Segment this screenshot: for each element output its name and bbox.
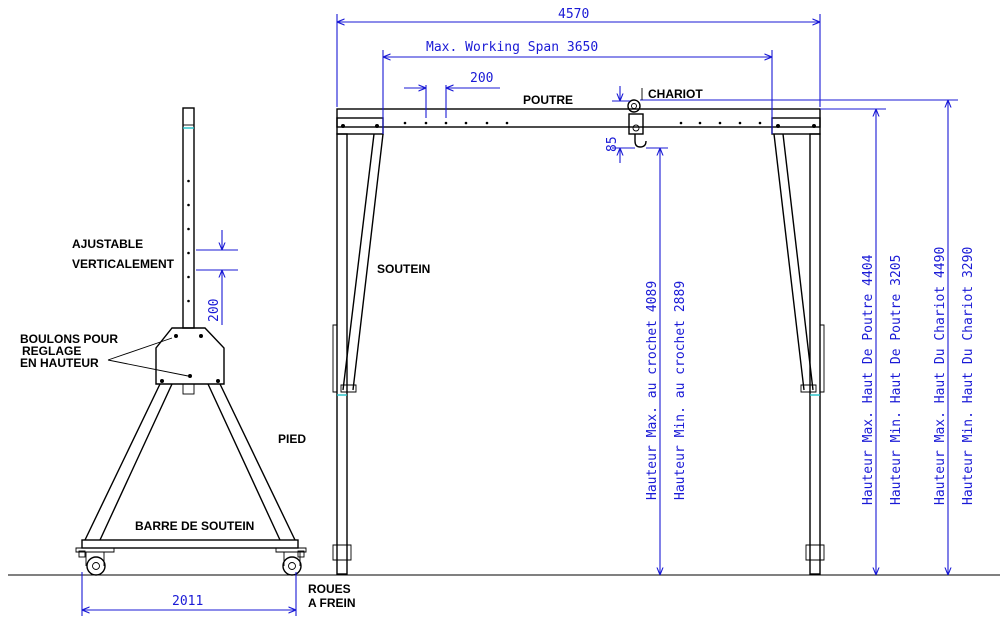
label-chariot: CHARIOT: [648, 87, 703, 101]
dim-base-text: 2011: [172, 594, 203, 609]
dim-side-pitch: 200: [207, 299, 222, 322]
label-boulons-2: REGLAGE: [22, 344, 81, 358]
dim-working-span: Max. Working Span 3650: [382, 40, 773, 134]
trolley-hook: [627, 99, 647, 148]
dim-total-text: 4570: [558, 7, 589, 22]
dim-base-width: 2011: [81, 572, 297, 616]
dim-trolley-min: Hauteur Min. Haut Du Chariot 3290: [961, 247, 976, 505]
label-barre: BARRE DE SOUTEIN: [135, 519, 254, 533]
leg-left: [336, 133, 348, 575]
dim-total-width: 4570: [336, 7, 821, 107]
label-boulons-1: BOULONS POUR: [20, 332, 118, 346]
label-pied: PIED: [278, 432, 306, 446]
dim-hook-heights: Hauteur Max. au crochet 4089 Hauteur Min…: [645, 147, 688, 575]
strut-left: [342, 133, 384, 391]
dim-trolley-heights: Hauteur Max. Haut Du Chariot 4490 Hauteu…: [640, 99, 976, 575]
dim-hook-offset-text: 85: [605, 136, 620, 152]
dim-span-text: Max. Working Span 3650: [426, 40, 598, 55]
label-soutein: SOUTEIN: [377, 262, 430, 276]
label-boulons-3: EN HAUTEUR: [20, 356, 99, 370]
dim-beam-heights: Hauteur Max. Haut De Poutre 4404 Hauteur…: [820, 108, 904, 575]
label-roues-2: A FREIN: [308, 596, 356, 610]
dim-hook-max: Hauteur Max. au crochet 4089: [645, 281, 660, 500]
dim-beam-min: Hauteur Min. Haut De Poutre 3205: [889, 255, 904, 505]
wheel-left: [75, 547, 115, 576]
dim-top-pitch: 200: [404, 71, 500, 118]
dim-trolley-max: Hauteur Max. Haut Du Chariot 4490: [933, 247, 948, 505]
wheel-right: [275, 547, 307, 576]
label-ajustable-1: AJUSTABLE: [72, 237, 143, 251]
a-frame-leg-left: [84, 383, 173, 541]
leader-boulons: [107, 337, 189, 377]
dim-mast-pitch: 200: [196, 230, 238, 325]
beam: [336, 108, 821, 128]
dim-hook-offset: 85: [605, 86, 635, 163]
label-roues-1: ROUES: [308, 582, 351, 596]
support-bar: [81, 539, 299, 549]
leg-right: [809, 133, 821, 575]
dim-hook-min: Hauteur Min. au crochet 2889: [673, 281, 688, 500]
dim-top-pitch-text: 200: [470, 71, 493, 86]
top-plate: [155, 327, 225, 385]
side-view: 200 2011 AJUSTABLE VERTICALEMENT BOULONS…: [20, 107, 356, 616]
front-view: 4570 Max. Working Span 3650 200 85: [332, 7, 976, 575]
strut-right: [773, 133, 814, 391]
a-frame-leg-right: [207, 383, 296, 541]
label-ajustable-2: VERTICALEMENT: [72, 257, 175, 271]
dim-beam-max: Hauteur Max. Haut De Poutre 4404: [861, 254, 876, 505]
adjustable-mast: [182, 107, 195, 329]
label-poutre: POUTRE: [523, 93, 573, 107]
